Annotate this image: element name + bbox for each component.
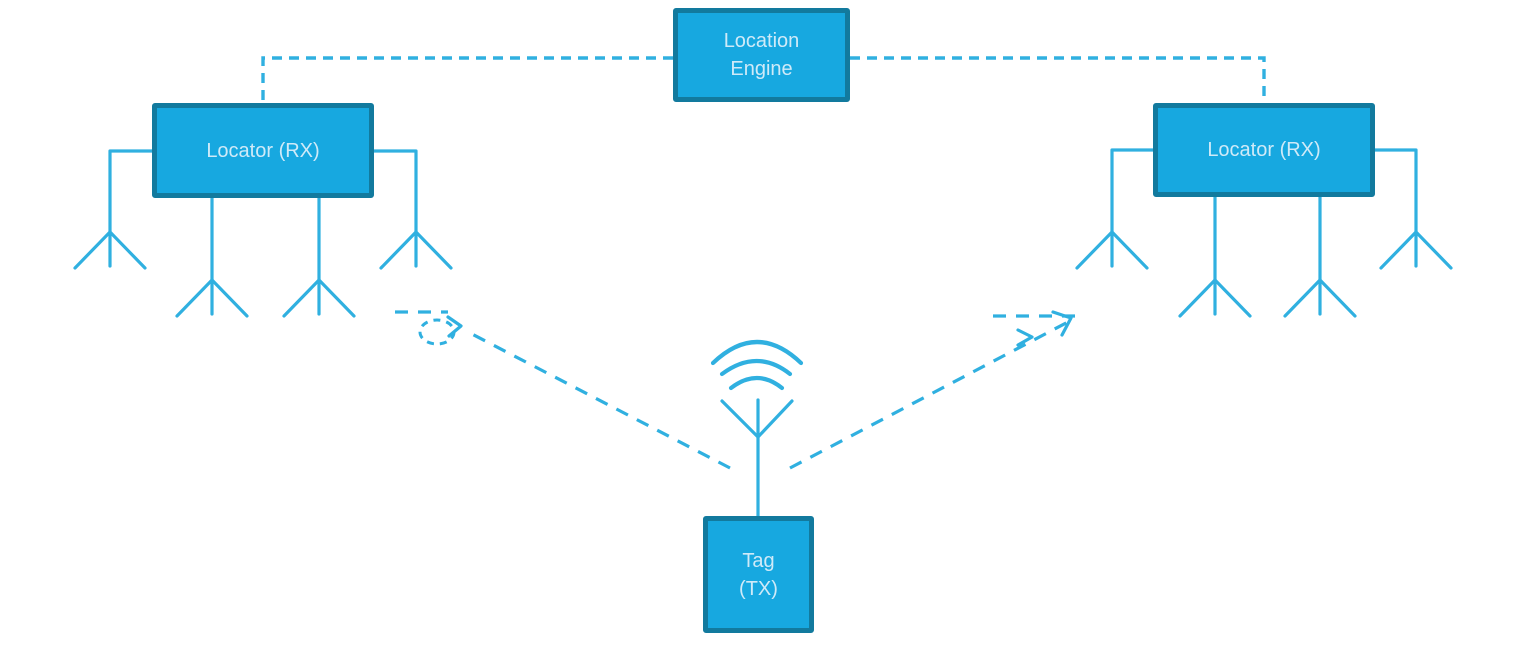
engine-to-left-locator-connector [261,56,673,101]
tag-to-left-locator-arrow [395,310,731,470]
locator-left-node: Locator (RX) [152,103,374,198]
antenna-icon [379,230,453,270]
arrow-curl [418,318,456,346]
locator-right-label: Locator (RX) [1207,139,1321,161]
arrowhead-icon [1016,328,1034,347]
location-engine-label: Location Engine [723,30,800,80]
engine-to-right-locator-connector [850,56,1266,101]
antenna-icon [282,278,356,318]
antenna-icon [73,230,147,270]
left-locator-antenna-lines [108,149,418,282]
right-locator-antenna-lines [1110,148,1418,282]
tag-label: Tag (TX) [739,549,778,600]
location-engine-node: Location Engine [673,8,850,102]
locator-left-label: Locator (RX) [206,139,320,162]
tag-antenna-icon [720,398,794,518]
tag-to-right-locator-arrow [789,310,1083,470]
antenna-icon [1075,230,1149,270]
right-locator-antenna-array [1075,230,1453,318]
tag-node: Tag (TX) [703,516,814,633]
antenna-icon [1283,278,1357,318]
antenna-icon [1178,278,1252,318]
left-locator-antenna-array [73,230,453,318]
locator-right-node: Locator (RX) [1153,103,1375,197]
arrowhead-icon [1051,310,1073,337]
antenna-icon [175,278,249,318]
arrowhead-icon [446,315,463,338]
signal-waves-icon [710,340,804,391]
antenna-icon [1379,230,1453,270]
